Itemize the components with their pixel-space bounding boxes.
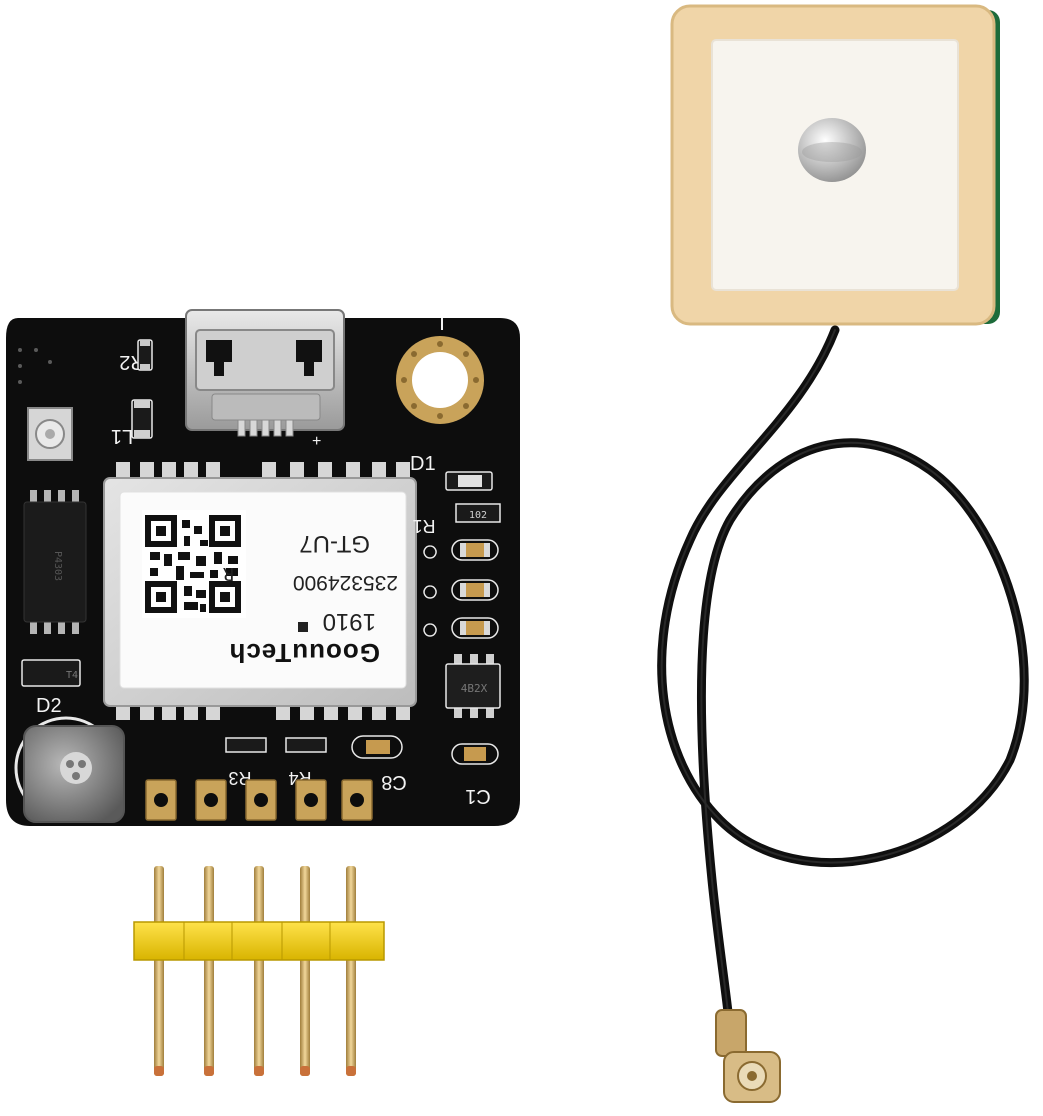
qr-code bbox=[142, 510, 246, 618]
capacitor-array bbox=[423, 539, 499, 639]
model-name: GT-U7 bbox=[299, 530, 370, 557]
date-code: 1910 bbox=[323, 608, 376, 635]
voltage-regulator: 4B2X bbox=[445, 654, 501, 718]
serial-number: 235324900 bbox=[293, 571, 398, 594]
ufl-connector bbox=[715, 1009, 781, 1103]
micro-usb-port bbox=[185, 309, 345, 437]
regulator-code: 4B2X bbox=[461, 682, 488, 695]
antenna-feed-point bbox=[798, 118, 866, 182]
header-pads bbox=[145, 779, 373, 821]
gps-module-shield: R 1910 235324900 GT-U7 GoouuTech bbox=[103, 477, 417, 707]
flash-ic: P4303 bbox=[23, 490, 87, 634]
svg-text:P4303: P4303 bbox=[52, 551, 63, 581]
board-ipex-connector bbox=[27, 407, 73, 461]
gps-module-board: + R2 L1 bbox=[6, 309, 520, 826]
r1-label: R1 bbox=[412, 516, 435, 536]
c8-label: C8 bbox=[381, 771, 407, 793]
svg-text:T4: T4 bbox=[66, 670, 78, 681]
d2-label: D2 bbox=[36, 695, 62, 717]
r1-value: 102 bbox=[469, 510, 487, 521]
backup-battery bbox=[14, 716, 125, 823]
d1-label: D1 bbox=[410, 453, 436, 475]
l1-label: L1 bbox=[111, 425, 133, 447]
header-pin-strip bbox=[133, 866, 385, 1076]
gps-patch-antenna bbox=[670, 4, 1000, 326]
brand-name: GoouuTech bbox=[228, 638, 380, 668]
mounting-hole bbox=[396, 336, 484, 424]
c1-label: C1 bbox=[465, 785, 491, 807]
usb-plus-label: + bbox=[312, 433, 321, 450]
svg-text:R: R bbox=[223, 563, 234, 584]
